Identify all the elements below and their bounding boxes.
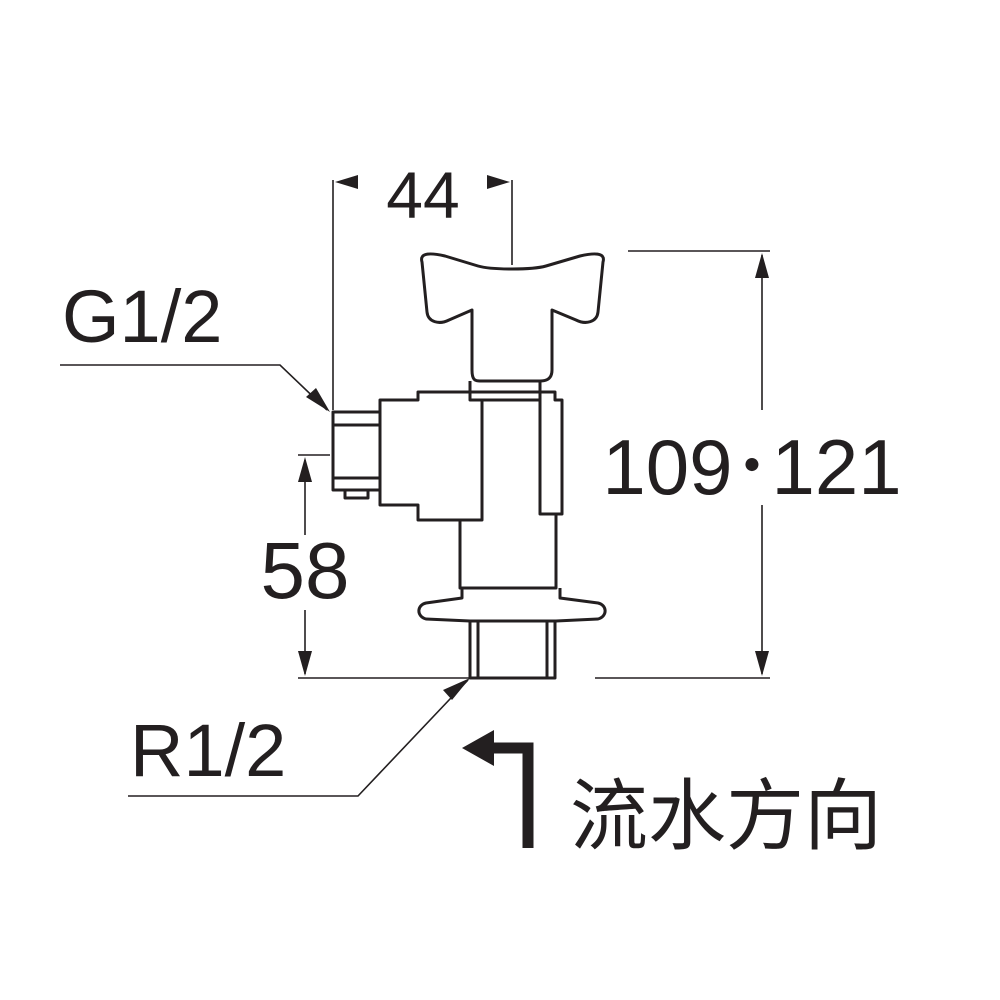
valve-stem — [468, 381, 542, 394]
dimension-lines — [60, 180, 770, 797]
leader-arrow-icon — [443, 678, 470, 700]
flow-arrowhead-icon — [462, 730, 494, 766]
flow-direction-label: 流水方向 — [570, 772, 882, 862]
outlet-thread-label: R1/2 — [130, 709, 286, 792]
arrow-right-icon — [487, 175, 510, 189]
bottom-flange — [417, 588, 607, 623]
dimension-height-total: 109･121 — [602, 423, 901, 511]
arrow-down-icon — [755, 651, 769, 676]
arrow-down-icon — [298, 651, 312, 676]
arrow-up-icon — [298, 457, 312, 482]
dimension-arrowheads — [298, 175, 769, 700]
valve-body-detail — [416, 392, 556, 522]
arrow-up-icon — [755, 253, 769, 278]
dimension-width-44: 44 — [386, 158, 459, 232]
flow-direction-arrow-icon — [488, 742, 534, 848]
outlet-thread — [468, 621, 557, 680]
leader-arrow-icon — [306, 388, 330, 412]
inlet-thread-label: G1/2 — [62, 275, 222, 358]
valve-main-body — [378, 390, 564, 590]
arrow-left-icon — [335, 175, 358, 189]
dimension-height-58: 58 — [261, 526, 350, 615]
inlet-nipple — [331, 410, 380, 500]
valve-handle — [420, 252, 605, 383]
valve-body — [331, 252, 607, 680]
